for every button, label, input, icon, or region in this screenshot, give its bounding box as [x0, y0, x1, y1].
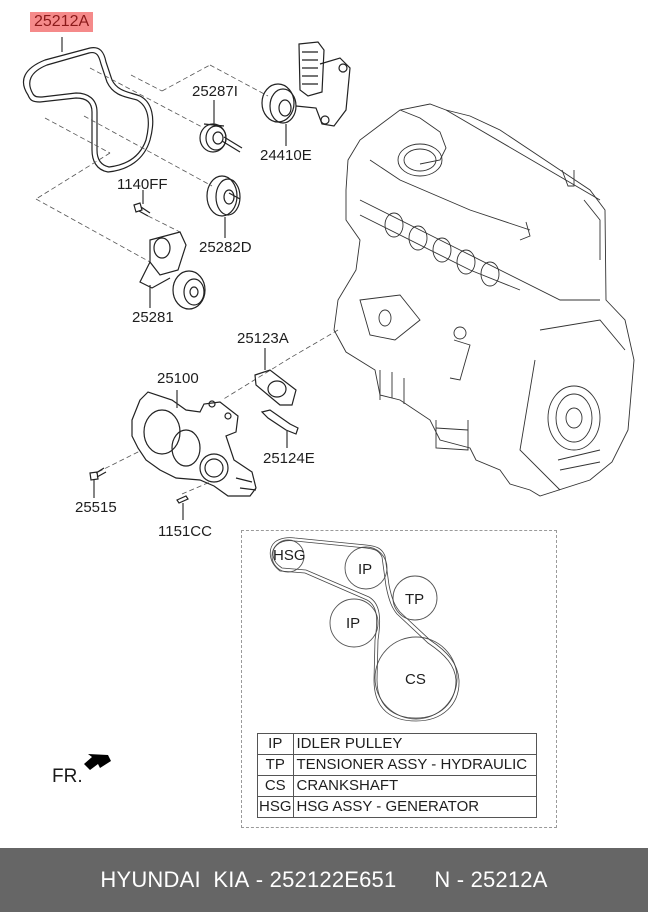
engine-block-drawing	[333, 103, 635, 497]
exploded-view-drawing	[23, 37, 635, 770]
part-label-25515[interactable]: 25515	[75, 499, 117, 516]
tensioner-24410E-drawing	[261, 41, 351, 127]
belt-routing-drawing	[269, 537, 460, 722]
part-label-1151CC[interactable]: 1151CC	[158, 523, 212, 540]
pulley-label-tp: TP	[405, 591, 425, 608]
legend-description: IDLER PULLEY	[292, 733, 538, 755]
legend-code: CS	[257, 775, 294, 797]
part-label-25123A[interactable]: 25123A	[237, 330, 289, 347]
front-direction-label: FR.	[52, 766, 83, 787]
legend-row: HSG HSG ASSY - GENERATOR	[257, 796, 538, 818]
footer-separator: -	[450, 867, 471, 892]
gasket-25123A-drawing	[254, 369, 297, 406]
footer-gap	[396, 867, 434, 893]
pulley-label-hsg: HSG	[273, 547, 306, 564]
footer-oem-number: 252122E651	[269, 867, 397, 892]
bolt-25515-drawing	[89, 467, 107, 481]
parts-diagram: 25212A 25287I 24410E 1140FF 25282D 25281…	[23, 12, 635, 828]
bracket-25124E-drawing	[260, 409, 299, 435]
water-pump-25100-drawing	[131, 391, 257, 497]
bolt-1140FF-drawing	[133, 202, 151, 217]
pulley-label-ip-lower: IP	[346, 615, 361, 632]
belt-routing-legend: IP IDLER PULLEY TP TENSIONER ASSY - HYDR…	[257, 733, 538, 818]
part-label-25100[interactable]: 25100	[157, 370, 199, 387]
legend-description: TENSIONER ASSY - HYDRAULIC	[292, 754, 538, 776]
footer-separator: -	[249, 867, 270, 892]
footer-n-label: N	[434, 867, 451, 892]
part-label-24410E[interactable]: 24410E	[260, 147, 312, 164]
pulley-cs	[374, 636, 458, 720]
pulley-ip-lower	[329, 598, 379, 648]
pin-1151CC-drawing	[176, 495, 189, 504]
part-label-25282D[interactable]: 25282D	[199, 239, 252, 256]
legend-code: TP	[257, 754, 294, 776]
idler-pulley-25282D-drawing	[206, 175, 241, 217]
belt-25212A-drawing	[23, 47, 154, 173]
part-label-1140FF[interactable]: 1140FF	[117, 176, 168, 193]
pulley-label-ip-upper: IP	[358, 561, 373, 578]
part-label-25212A[interactable]: 25212A	[30, 12, 94, 32]
part-label-25281[interactable]: 25281	[132, 309, 174, 326]
pulley-label-cs: CS	[405, 671, 426, 688]
pulley-tp	[392, 575, 438, 621]
part-number-footer: HYUNDAI KIA - 252122E651 N - 25212A	[0, 848, 648, 912]
legend-description: HSG ASSY - GENERATOR	[292, 796, 538, 818]
belt-routing-inset	[241, 530, 557, 828]
legend-row: IP IDLER PULLEY	[257, 733, 538, 755]
legend-code: HSG	[257, 796, 294, 818]
belt-routing-path	[269, 537, 460, 722]
legend-row: TP TENSIONER ASSY - HYDRAULIC	[257, 754, 538, 776]
legend-description: CRANKSHAFT	[292, 775, 538, 797]
footer-n-value: 25212A	[470, 867, 548, 892]
idler-pulley-25287I-drawing	[199, 123, 243, 153]
legend-row: CS CRANKSHAFT	[257, 775, 538, 797]
tensioner-25281-drawing	[139, 231, 206, 310]
part-label-25287I[interactable]: 25287I	[192, 83, 238, 100]
legend-code: IP	[257, 733, 294, 755]
footer-brand: HYUNDAI KIA	[100, 867, 250, 892]
arrow-front-icon	[84, 754, 111, 770]
part-label-25124E[interactable]: 25124E	[263, 450, 315, 467]
